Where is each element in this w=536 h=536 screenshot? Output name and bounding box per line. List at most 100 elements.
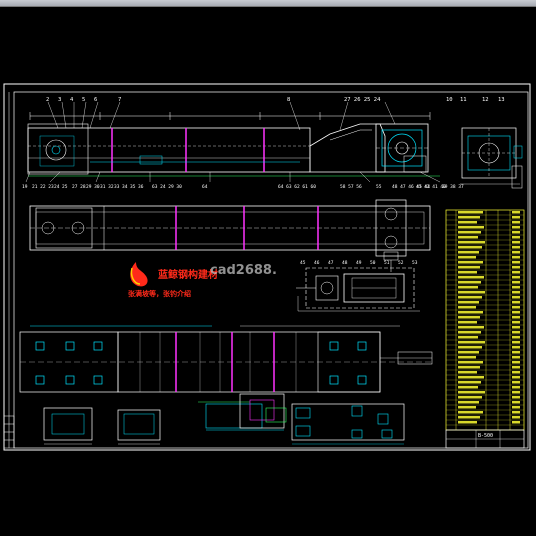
parts-table-cell-text <box>458 231 481 234</box>
parts-table-cell-text <box>458 381 481 384</box>
detail-section-c <box>198 393 287 431</box>
parts-table-cell-text <box>512 236 520 239</box>
parts-table-cell-text <box>512 376 520 379</box>
parts-table-cell-text <box>458 341 485 344</box>
watermark-logo <box>130 262 148 287</box>
parts-table-cell-text <box>458 216 480 219</box>
part-numbers-top: 2 3 4 5 6 7 8 27 26 25 24 10 11 12 13 <box>46 97 505 103</box>
parts-table-cell-text <box>512 401 520 404</box>
part-numbers-bottom: 19 21 22 23 24 25 27 28 29 30 31 32 33 3… <box>22 184 464 190</box>
parts-table-cell-text <box>458 251 479 254</box>
parts-table-cell-text <box>512 256 520 259</box>
parts-table-cell-text <box>458 366 480 369</box>
parts-table-cell-text <box>512 346 520 349</box>
cad-drawing-canvas[interactable]: 2 3 4 5 6 7 8 27 26 25 24 10 11 12 13 19… <box>0 6 536 536</box>
parts-table-cell-text <box>512 371 520 374</box>
left-binding-strip <box>3 92 15 449</box>
foundation-layout-plan <box>19 325 433 393</box>
part-no-49: 49 <box>356 260 362 266</box>
watermark-site: cad2688. <box>210 263 277 278</box>
part-no-46: 46 <box>314 260 320 266</box>
parts-table-cell-text <box>458 391 485 394</box>
parts-table-cell-text <box>512 361 520 364</box>
part-no-64: 64 <box>202 184 208 190</box>
part-no-43-40: 43 42 41 40 <box>416 184 446 190</box>
parts-table-cell-text <box>458 236 478 239</box>
parts-table-cell-text <box>512 241 520 244</box>
drawing-number: B-500 <box>478 433 493 439</box>
parts-table-cell-text <box>458 376 484 379</box>
parts-table-cell-text <box>512 246 520 249</box>
part-no-55: 55 <box>376 184 382 190</box>
parts-table-cell-text <box>458 296 482 299</box>
head-end-side-view <box>460 127 523 189</box>
part-no-7: 7 <box>118 97 121 103</box>
plan-part-numbers: 45 46 47 48 49 50 51 52 53 <box>300 260 418 266</box>
parts-table-cell-text <box>512 336 520 339</box>
part-no-6: 6 <box>94 97 97 103</box>
parts-table-cell-text <box>512 411 520 414</box>
part-no-5: 5 <box>82 97 85 103</box>
detail-section-b <box>117 409 161 445</box>
conveyor-side-elevation <box>25 101 441 183</box>
part-no-31-32: 31 32 <box>100 184 114 190</box>
part-no-33: 33 <box>114 184 120 190</box>
parts-table-cell-text <box>512 366 520 369</box>
parts-table-cell-text <box>458 266 480 269</box>
part-no-25: 25 <box>62 184 68 190</box>
watermark-slogan: 张满坡等，张钓介绍 <box>128 289 191 298</box>
parts-table-cell-text <box>512 286 520 289</box>
parts-table-cell-text <box>512 351 520 354</box>
parts-table-cell-text <box>458 361 483 364</box>
parts-table-cell-text <box>458 211 483 214</box>
part-no-58-56: 58 57 56 <box>340 184 362 190</box>
parts-table-cell-text <box>458 406 476 409</box>
part-no-24: 24 <box>54 184 60 190</box>
parts-table-cell-text <box>512 396 520 399</box>
parts-table-cell-text <box>512 231 520 234</box>
parts-table-cell-text <box>458 336 478 339</box>
parts-table-cell-text <box>458 416 480 419</box>
parts-list-table <box>445 209 525 431</box>
parts-table-cell-text <box>458 326 484 329</box>
parts-table-cell-text <box>458 321 477 324</box>
part-no-48-44: 48 47 46 45 44 <box>392 184 430 190</box>
parts-table-cell-text <box>512 326 520 329</box>
part-no-48: 48 <box>342 260 348 266</box>
title-block <box>445 429 525 449</box>
parts-table-cell-text <box>512 356 520 359</box>
part-no-51: 51 <box>384 260 390 266</box>
parts-table-cell-text <box>458 271 477 274</box>
parts-table-rows <box>446 211 524 426</box>
conveyor-plan-view <box>29 199 431 272</box>
parts-table-cell-text <box>458 306 476 309</box>
parts-table-cell-text <box>512 216 520 219</box>
part-no-50: 50 <box>370 260 376 266</box>
parts-table-cell-text <box>512 251 520 254</box>
part-no-2: 2 <box>46 97 49 103</box>
parts-table-cell-text <box>458 331 481 334</box>
part-no-47: 47 <box>328 260 334 266</box>
parts-table-cell-text <box>512 271 520 274</box>
part-no-64-60: 64 63 62 61 60 <box>278 184 316 190</box>
parts-table-cell-text <box>458 421 477 424</box>
parts-table-cell-text <box>458 241 485 244</box>
part-no-29-30: 29 30 <box>86 184 100 190</box>
parts-table-cell-text <box>512 321 520 324</box>
parts-table-cell-text <box>512 306 520 309</box>
parts-table-cell-text <box>512 416 520 419</box>
part-no-19: 19 <box>22 184 28 190</box>
parts-table-cell-text <box>458 301 479 304</box>
parts-table-cell-text <box>458 311 483 314</box>
parts-table-cell-text <box>512 296 520 299</box>
parts-table-cell-text <box>512 311 520 314</box>
parts-table-cell-text <box>458 411 483 414</box>
part-no-53: 53 <box>412 260 418 266</box>
part-no-35: 35 <box>130 184 136 190</box>
part-no-3: 3 <box>58 97 61 103</box>
parts-table-cell-text <box>512 211 520 214</box>
parts-table-cell-text <box>458 401 479 404</box>
parts-table-cell-text <box>458 291 485 294</box>
part-no-12: 12 <box>482 97 489 103</box>
parts-table-cell-text <box>512 226 520 229</box>
